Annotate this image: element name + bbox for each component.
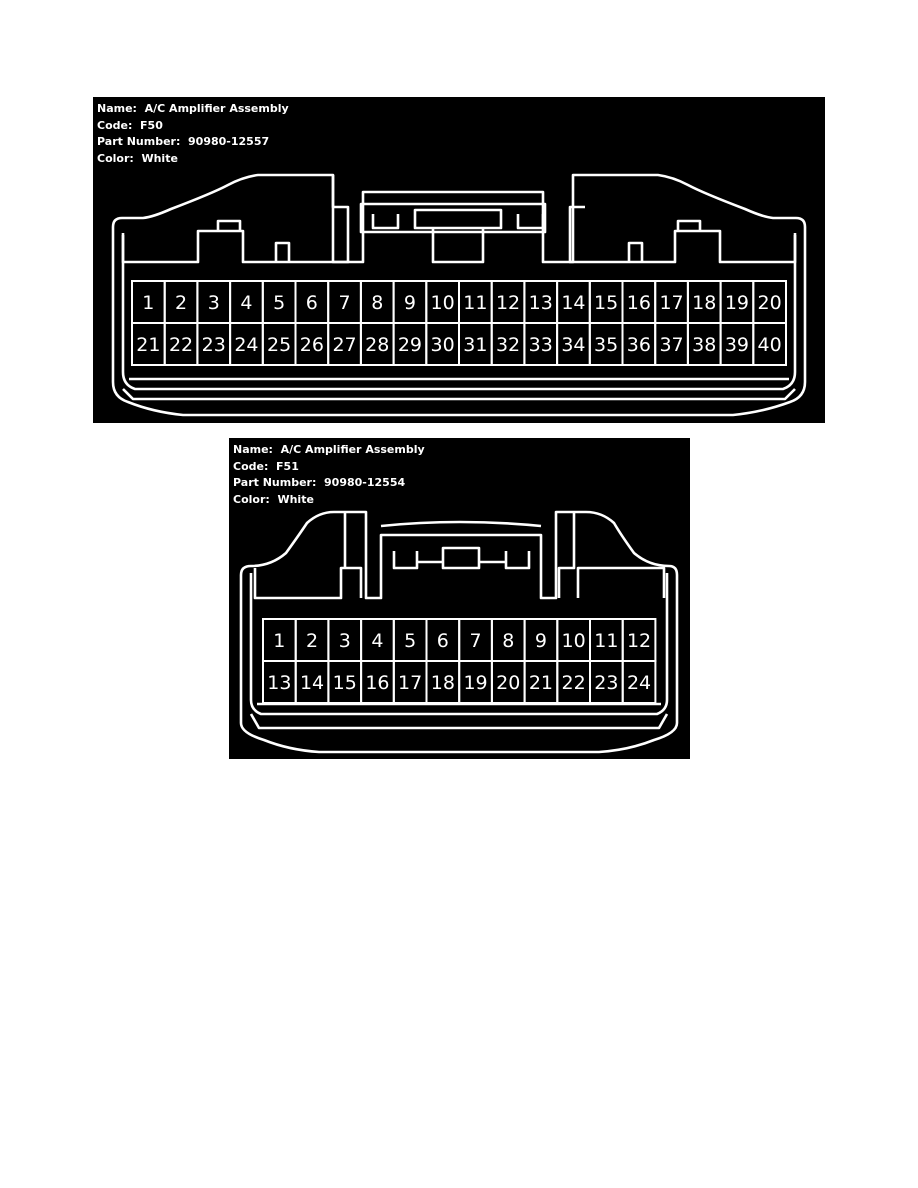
pin-number: 11 <box>463 292 487 314</box>
pin-number: 24 <box>234 334 258 356</box>
pin-number: 13 <box>267 672 291 694</box>
connector-f51-color: Color: White <box>233 492 425 509</box>
pin-number: 18 <box>692 292 716 314</box>
pin-number: 27 <box>332 334 356 356</box>
pin-number: 17 <box>659 292 683 314</box>
pin-number: 40 <box>758 334 782 356</box>
pin-number: 17 <box>398 672 422 694</box>
pin-number: 32 <box>496 334 520 356</box>
pin-number: 3 <box>339 630 351 652</box>
name-value: A/C Amplifier Assembly <box>144 102 289 115</box>
name-label: Name: <box>97 102 137 115</box>
pin-number: 33 <box>529 334 553 356</box>
pin-number: 9 <box>404 292 416 314</box>
pin-number: 9 <box>535 630 547 652</box>
connector-f51-name: Name: A/C Amplifier Assembly <box>233 442 425 459</box>
part-number-value: 90980-12557 <box>188 135 270 148</box>
code-label: Code: <box>233 459 269 473</box>
pin-number: 6 <box>437 630 449 652</box>
connector-f50-name: Name: A/C Amplifier Assembly <box>97 101 289 118</box>
connector-f50-panel: Name: A/C Amplifier Assembly Code: F50 P… <box>93 97 825 423</box>
pin-number: 1 <box>273 630 285 652</box>
connector-f50-part-number: Part Number: 90980-12557 <box>97 134 289 151</box>
pin-number: 5 <box>273 292 285 314</box>
pin-number: 18 <box>431 672 455 694</box>
connector-f50-color: Color: White <box>97 151 289 168</box>
pin-number: 23 <box>594 672 618 694</box>
pin-cell <box>621 660 657 704</box>
pin-number: 3 <box>208 292 220 314</box>
pin-number: 25 <box>267 334 291 356</box>
pin-number: 21 <box>136 334 160 356</box>
pin-number: 16 <box>627 292 651 314</box>
pin-number: 30 <box>431 334 455 356</box>
pin-number: 26 <box>300 334 324 356</box>
code-value: F51 <box>276 459 299 473</box>
connector-f50-info: Name: A/C Amplifier Assembly Code: F50 P… <box>97 101 289 167</box>
pin-number: 23 <box>202 334 226 356</box>
pin-number: 21 <box>529 672 553 694</box>
pin-number: 24 <box>627 672 651 694</box>
pin-number: 12 <box>627 630 651 652</box>
pin-number: 7 <box>339 292 351 314</box>
color-value: White <box>141 151 178 165</box>
pin-number: 39 <box>725 334 749 356</box>
name-label: Name: <box>233 443 273 456</box>
pin-number: 35 <box>594 334 618 356</box>
pin-number: 7 <box>470 630 482 652</box>
pin-number: 19 <box>725 292 749 314</box>
pin-number: 36 <box>627 334 651 356</box>
pin-number: 20 <box>496 672 520 694</box>
pin-number: 1 <box>142 292 154 314</box>
pin-number: 29 <box>398 334 422 356</box>
pin-number: 38 <box>692 334 716 356</box>
pin-number: 8 <box>371 292 383 314</box>
pin-number: 4 <box>371 630 383 652</box>
pin-number: 15 <box>333 672 357 694</box>
connector-f51-panel: Name: A/C Amplifier Assembly Code: F51 P… <box>229 438 690 759</box>
pin-number: 11 <box>594 630 618 652</box>
part-number-label: Part Number: <box>97 135 181 148</box>
pin-number: 22 <box>562 672 586 694</box>
name-value: A/C Amplifier Assembly <box>280 443 425 456</box>
pin-number: 22 <box>169 334 193 356</box>
connector-f51-part-number: Part Number: 90980-12554 <box>233 475 425 492</box>
pin-number: 34 <box>561 334 585 356</box>
pin-number: 2 <box>175 292 187 314</box>
pin-number: 4 <box>240 292 252 314</box>
pin-number: 31 <box>463 334 487 356</box>
connector-f50-code: Code: F50 <box>97 118 289 135</box>
connector-f51-code: Code: F51 <box>233 459 425 476</box>
connector-f51-info: Name: A/C Amplifier Assembly Code: F51 P… <box>233 442 425 508</box>
pin-number: 28 <box>365 334 389 356</box>
color-value: White <box>277 492 314 506</box>
pin-number: 8 <box>502 630 514 652</box>
pin-number: 20 <box>758 292 782 314</box>
pin-number: 16 <box>365 672 389 694</box>
color-label: Color: <box>97 151 134 165</box>
code-value: F50 <box>140 118 163 132</box>
pin-number: 12 <box>496 292 520 314</box>
part-number-label: Part Number: <box>233 476 317 489</box>
pin-number: 10 <box>562 630 586 652</box>
pin-number: 14 <box>300 672 324 694</box>
pin-number: 13 <box>529 292 553 314</box>
pin-number: 15 <box>594 292 618 314</box>
code-label: Code: <box>97 118 133 132</box>
color-label: Color: <box>233 492 270 506</box>
pin-number: 10 <box>431 292 455 314</box>
part-number-value: 90980-12554 <box>324 476 406 489</box>
pin-number: 19 <box>463 672 487 694</box>
pin-number: 6 <box>306 292 318 314</box>
connector-f50-housing <box>111 173 807 417</box>
pin-number: 5 <box>404 630 416 652</box>
pin-number: 2 <box>306 630 318 652</box>
pin-cell <box>752 322 787 366</box>
pin-number: 14 <box>561 292 585 314</box>
pin-number: 37 <box>659 334 683 356</box>
